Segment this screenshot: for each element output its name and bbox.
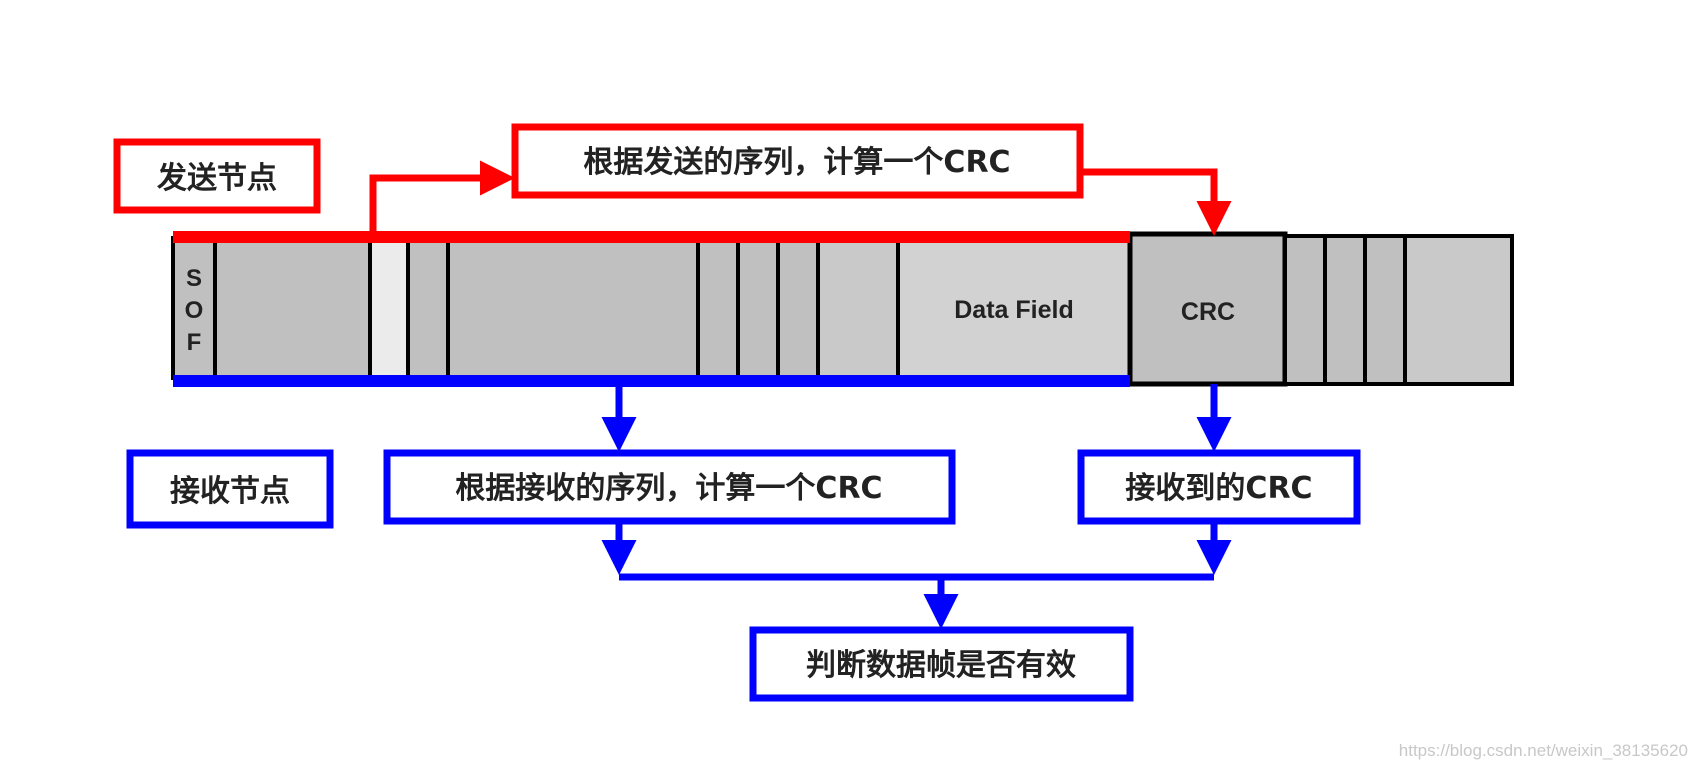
crc-field-label: CRC — [1181, 298, 1235, 326]
sender-flow: 发送节点 根据发送的序列，计算一个CRC — [113, 123, 1232, 243]
sender-calc-label: 根据发送的序列，计算一个CRC — [583, 145, 1010, 180]
sof-letter-o: O — [185, 297, 204, 324]
sender-to-calc-arrow — [369, 160, 515, 231]
frame-field-identifier-ext — [446, 236, 700, 380]
frame-field-data — [896, 236, 1132, 380]
can-frame: S O F Data Field CRC — [171, 231, 1514, 387]
frame-field-r1 — [736, 236, 780, 380]
frame-field-rtr — [368, 236, 410, 380]
result-label: 判断数据帧是否有效 — [806, 648, 1076, 683]
frame-field-ack-slot — [1323, 234, 1367, 386]
result-box — [749, 626, 1134, 702]
receiver-calc-box — [383, 449, 956, 525]
sender-node-box — [113, 138, 321, 214]
sof-letter-f: F — [187, 329, 202, 356]
received-crc-box — [1077, 449, 1361, 525]
receiver-flow: 接收节点 根据接收的序列，计算一个CRC 接收到的CRC 判断数据帧是否有效 — [126, 375, 1361, 702]
sender-calc-box — [511, 123, 1084, 199]
frame-field-rtr-2 — [696, 236, 740, 380]
frame-field-dlc — [816, 236, 900, 380]
received-crc-label: 接收到的CRC — [1125, 471, 1312, 506]
sof-letter-s: S — [186, 265, 202, 292]
frame-field-crc-delimiter — [1283, 234, 1327, 386]
receiver-calc-label: 根据接收的序列，计算一个CRC — [455, 471, 882, 506]
frame-field-r0 — [776, 236, 820, 380]
data-field-label: Data Field — [954, 296, 1073, 324]
sender-calc-to-crc-arrow — [1080, 168, 1232, 236]
receiver-node-label: 接收节点 — [170, 474, 290, 509]
frame-field-eof — [1403, 234, 1514, 386]
frame-field-arbitration — [213, 236, 372, 380]
frame-field-ack-delimiter — [1363, 234, 1407, 386]
frame-field-ide — [406, 236, 450, 380]
sender-node-label: 发送节点 — [156, 161, 277, 196]
watermark-text: https://blog.csdn.net/weixin_38135620 — [1399, 741, 1688, 760]
receiver-node-box — [126, 449, 334, 529]
